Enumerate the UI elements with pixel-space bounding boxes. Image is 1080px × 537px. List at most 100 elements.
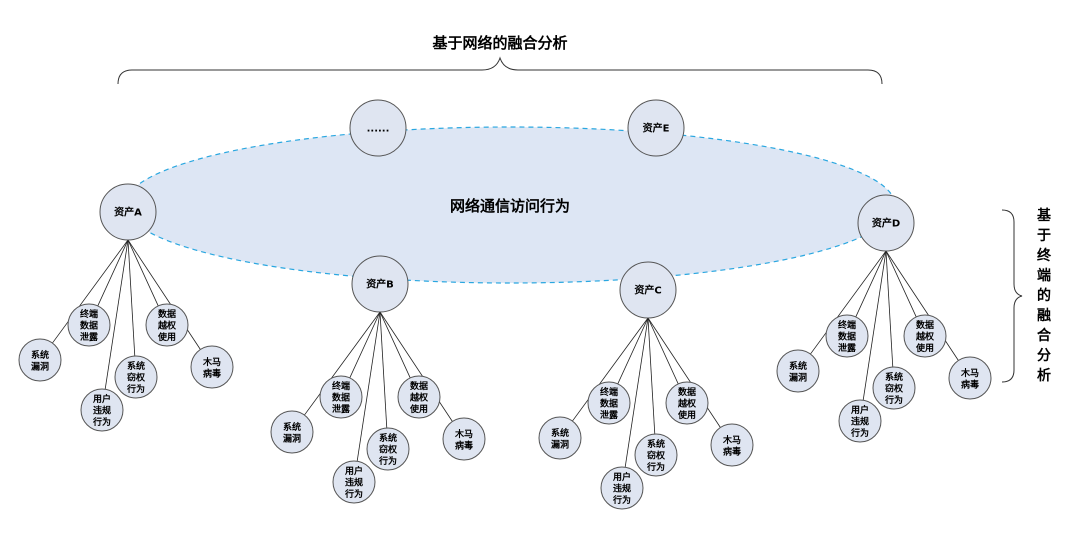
leaf-node-trojan xyxy=(948,356,992,400)
connector-line xyxy=(104,239,129,390)
leaf-node-label: 系统 xyxy=(379,432,397,444)
leaf-node-violation xyxy=(600,466,644,510)
asset-node-e xyxy=(627,99,685,157)
leaf-node-abuse xyxy=(665,381,709,425)
leaf-node-trojan xyxy=(190,345,234,389)
leaf-node-label: 违规 xyxy=(851,416,869,428)
leaf-node-label: 病毒 xyxy=(455,439,473,451)
leaf-node-label: 木马 xyxy=(454,428,473,440)
leaf-node-label: 系统 xyxy=(551,427,569,439)
leaf-node-label: 窃权 xyxy=(885,383,904,395)
leaf-node-label: 违规 xyxy=(93,405,111,417)
leaf-node-abuse xyxy=(145,303,189,347)
leaf-node-leak xyxy=(319,375,363,419)
leaf-node-label: 窃权 xyxy=(379,444,398,456)
leaf-node-label: 行为 xyxy=(344,488,363,500)
leaf-node-label: 用户 xyxy=(344,465,363,477)
leaf-node-label: 漏洞 xyxy=(789,371,807,383)
leaf-node-label: 泄露 xyxy=(80,331,99,343)
leaf-node-label: 越权 xyxy=(157,320,177,332)
leaf-node-label: 病毒 xyxy=(961,378,979,390)
leaf-node-label: 窃权 xyxy=(647,450,666,462)
right-title-char: 析 xyxy=(1037,367,1051,384)
asset-node-c xyxy=(619,261,677,319)
asset-node-label: 资产C xyxy=(634,284,661,297)
leaf-node-label: 用户 xyxy=(92,393,111,405)
top-title: 基于网络的融合分析 xyxy=(431,34,567,52)
right-title-char: 端 xyxy=(1037,267,1051,284)
right-title-char: 的 xyxy=(1037,287,1051,304)
asset-node-etc xyxy=(349,99,407,157)
connector-line xyxy=(617,317,649,385)
connector-line xyxy=(572,317,649,422)
asset-node-label: ...... xyxy=(367,124,390,135)
leaf-node-label: 行为 xyxy=(92,416,111,428)
connector-line xyxy=(127,239,136,357)
leaf-node-label: 违规 xyxy=(613,483,631,495)
leaf-node-label: 病毒 xyxy=(723,445,741,457)
leaf-node-label: 越权 xyxy=(409,392,429,404)
connector-line xyxy=(885,250,894,368)
leaf-node-label: 使用 xyxy=(409,403,428,415)
leaf-node-label: 数据 xyxy=(916,319,934,331)
leaf-node-vuln xyxy=(270,410,314,454)
nodes: 系统漏洞终端数据泄露用户违规行为系统窃权行为数据越权使用木马病毒资产A系统漏洞终… xyxy=(18,99,992,510)
right-title-char: 终 xyxy=(1037,247,1052,264)
leaf-node-trojan xyxy=(710,423,754,467)
leaf-node-label: 漏洞 xyxy=(31,360,49,372)
leaf-node-label: 行为 xyxy=(612,494,631,506)
leaf-node-label: 泄露 xyxy=(600,409,619,421)
connector-line xyxy=(349,311,381,379)
leaf-node-label: 终端 xyxy=(599,386,618,398)
connector-line xyxy=(647,317,656,435)
leaf-node-label: 木马 xyxy=(722,434,741,446)
leaf-node-leak xyxy=(587,381,631,425)
leaf-node-label: 行为 xyxy=(850,427,869,439)
connector-line xyxy=(647,317,679,385)
leaf-node-theft xyxy=(872,366,916,410)
leaf-node-label: 终端 xyxy=(837,319,856,331)
connector-line xyxy=(97,239,129,307)
right-title-char: 分 xyxy=(1037,348,1051,364)
leaf-node-trojan xyxy=(442,417,486,461)
connector-line xyxy=(885,250,917,318)
leaf-node-label: 系统 xyxy=(647,438,665,450)
leaf-node-label: 木马 xyxy=(202,356,221,368)
asset-node-a xyxy=(99,183,157,241)
leaf-node-label: 数据 xyxy=(410,380,428,392)
right-title-char: 合 xyxy=(1037,327,1052,344)
leaf-node-label: 数据 xyxy=(838,331,856,343)
center-label: 网络通信访问行为 xyxy=(450,197,570,215)
leaf-node-label: 行为 xyxy=(126,383,145,395)
connector-line xyxy=(862,250,887,401)
leaf-node-label: 行为 xyxy=(884,394,903,406)
connector-line xyxy=(52,239,129,344)
leaf-node-vuln xyxy=(776,349,820,393)
connector-line xyxy=(127,239,201,350)
leaf-node-label: 窃权 xyxy=(127,372,146,384)
leaf-node-abuse xyxy=(397,375,441,419)
leaf-node-label: 终端 xyxy=(331,380,350,392)
leaf-node-label: 终端 xyxy=(79,308,98,320)
leaf-node-label: 系统 xyxy=(789,360,807,372)
asset-node-d xyxy=(857,194,915,252)
leaf-node-label: 使用 xyxy=(157,331,176,343)
leaf-node-violation xyxy=(80,388,124,432)
leaf-node-leak xyxy=(67,303,111,347)
leaf-node-label: 系统 xyxy=(885,371,903,383)
asset-node-label: 资产D xyxy=(872,217,900,230)
connector-line xyxy=(855,250,887,318)
leaf-node-label: 行为 xyxy=(378,455,397,467)
right-title-char: 基 xyxy=(1037,207,1052,224)
leaf-node-label: 系统 xyxy=(127,360,145,372)
leaf-node-theft xyxy=(634,433,678,477)
leaf-node-label: 数据 xyxy=(678,386,696,398)
connector-line xyxy=(379,311,388,429)
connector-line xyxy=(304,311,381,416)
leaf-node-label: 行为 xyxy=(646,461,665,473)
leaf-node-label: 越权 xyxy=(915,331,935,343)
leaf-node-theft xyxy=(366,427,410,471)
right-brace xyxy=(1001,209,1023,383)
leaf-node-label: 泄露 xyxy=(838,342,857,354)
